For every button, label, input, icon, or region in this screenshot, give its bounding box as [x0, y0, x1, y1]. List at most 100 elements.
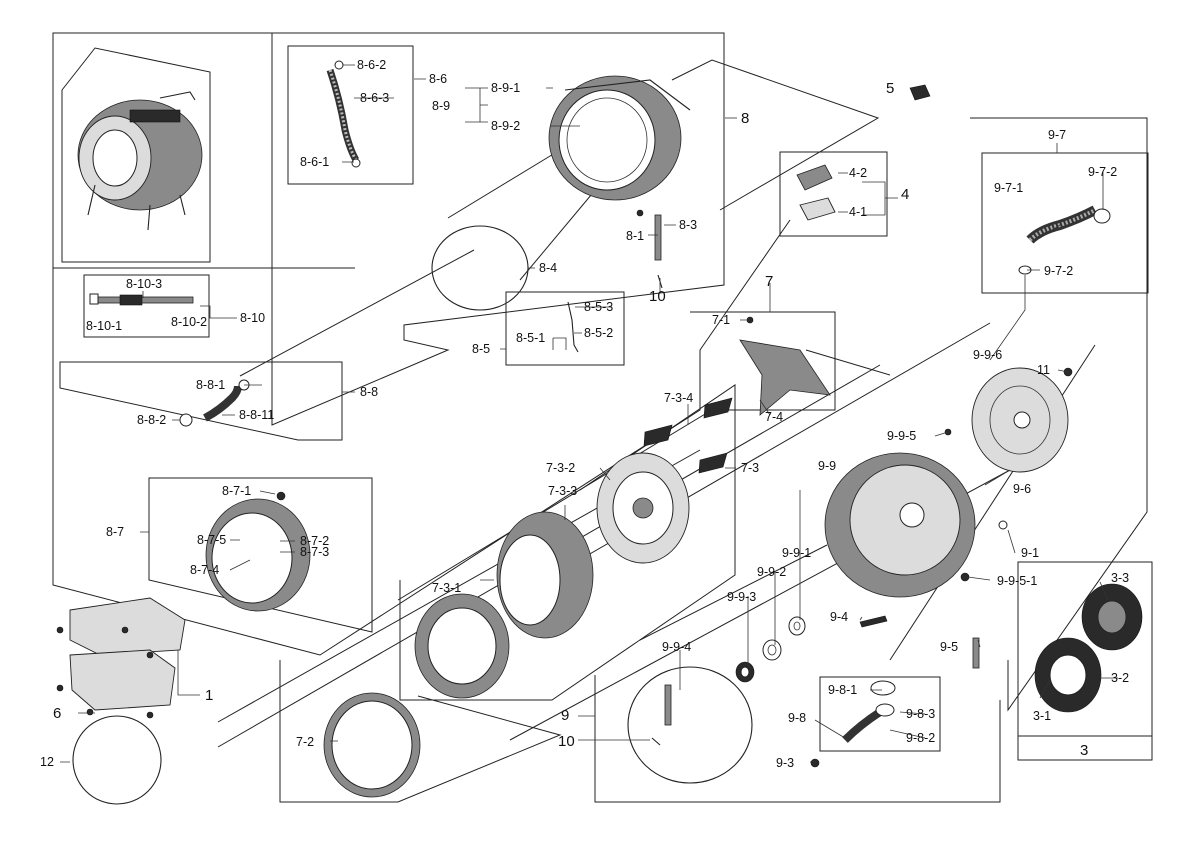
- label-3-3: 3-3: [1111, 571, 1129, 585]
- drum-back-7-3-2: [596, 452, 690, 564]
- label-8-8-2: 8-8-2: [137, 413, 166, 427]
- label-9-9: 9-9: [818, 459, 836, 473]
- rear-tub-9: [824, 452, 976, 598]
- label-8-6-3: 8-6-3: [360, 91, 389, 105]
- label-9-9-5-1: 9-9-5-1: [997, 574, 1037, 588]
- label-1: 1: [205, 687, 213, 704]
- label-10-lower: 10: [558, 733, 575, 750]
- label-9-5: 9-5: [940, 640, 958, 654]
- part-5: [909, 84, 931, 101]
- label-9-8-1: 9-8-1: [828, 683, 857, 697]
- motor-3: [1034, 583, 1143, 713]
- label-7-3-4: 7-3-4: [664, 391, 693, 405]
- label-8-7-3: 8-7-3: [300, 545, 329, 559]
- label-8-10-3: 8-10-3: [126, 277, 162, 291]
- rear-cover-9-9-6: [971, 367, 1073, 473]
- label-3-1: 3-1: [1033, 709, 1051, 723]
- label-8-8: 8-8: [360, 385, 378, 399]
- label-9-9-6: 9-9-6: [973, 348, 1002, 362]
- label-8-4: 8-4: [539, 261, 557, 275]
- spider-7: [739, 316, 831, 416]
- label-8-5-3: 8-5-3: [584, 300, 613, 314]
- label-8-10-2: 8-10-2: [171, 315, 207, 329]
- label-9-8-2: 9-8-2: [906, 731, 935, 745]
- label-9: 9: [561, 707, 569, 724]
- label-9-9-4: 9-9-4: [662, 640, 691, 654]
- label-9-6: 9-6: [1013, 482, 1031, 496]
- assembled-tub-image: [77, 91, 203, 231]
- label-3: 3: [1080, 742, 1088, 759]
- gasket-8-4: [431, 225, 529, 311]
- part-4: [796, 164, 836, 221]
- label-9-3: 9-3: [776, 756, 794, 770]
- label-12: 12: [40, 755, 54, 769]
- label-9-7-1: 9-7-1: [994, 181, 1023, 195]
- part-labels: 8-6-2 8-6 8-6-3 8-6-1 8-9 8-9-1 8-9-2 8 …: [40, 58, 1129, 770]
- part-9-4-9-5: [810, 428, 1008, 768]
- label-8-1: 8-1: [626, 229, 644, 243]
- label-7-3-1: 7-3-1: [432, 581, 461, 595]
- label-8-6: 8-6: [429, 72, 447, 86]
- label-7-3-2: 7-3-2: [546, 461, 575, 475]
- part-8-10: [89, 293, 194, 306]
- label-7-3-3: 7-3-3: [548, 484, 577, 498]
- label-7-1: 7-1: [712, 313, 730, 327]
- label-8-8-1: 8-8-1: [196, 378, 225, 392]
- label-9-9-2: 9-9-2: [757, 565, 786, 579]
- label-8-10-1: 8-10-1: [86, 319, 122, 333]
- part-12: [72, 715, 162, 805]
- leader-lines: [60, 64, 1118, 763]
- label-3-2: 3-2: [1111, 671, 1129, 685]
- label-9-1: 9-1: [1021, 546, 1039, 560]
- label-8-9: 8-9: [432, 99, 450, 113]
- label-8-6-1: 8-6-1: [300, 155, 329, 169]
- label-8: 8: [741, 110, 749, 127]
- label-9-7: 9-7: [1048, 128, 1066, 142]
- label-8-5-1: 8-5-1: [516, 331, 545, 345]
- label-8-9-1: 8-9-1: [491, 81, 520, 95]
- bearings-9-9: [735, 616, 806, 683]
- label-6: 6: [53, 705, 61, 722]
- label-9-8-3: 9-8-3: [906, 707, 935, 721]
- drum-ring-7-3-1: [414, 593, 510, 699]
- tub-front-8: [548, 75, 691, 201]
- label-5: 5: [886, 80, 894, 97]
- label-8-7: 8-7: [106, 525, 124, 539]
- hose-8-6: [326, 60, 361, 168]
- label-4: 4: [901, 186, 909, 203]
- brackets-1: [69, 597, 186, 711]
- label-9-9-1: 9-9-1: [782, 546, 811, 560]
- label-9-8: 9-8: [788, 711, 806, 725]
- part-8-5: [567, 301, 579, 353]
- part-8-3: [636, 209, 663, 289]
- label-9-7-2-top: 9-7-2: [1088, 165, 1117, 179]
- label-4-1: 4-1: [849, 205, 867, 219]
- label-7-3: 7-3: [741, 461, 759, 475]
- screws: [56, 626, 154, 719]
- label-8-7-2: 8-7-2: [300, 534, 329, 548]
- part-9-8: [842, 680, 896, 743]
- label-8-6-2: 8-6-2: [357, 58, 386, 72]
- label-9-7-2-bottom: 9-7-2: [1044, 264, 1073, 278]
- label-4-2: 4-2: [849, 166, 867, 180]
- label-8-7-1: 8-7-1: [222, 484, 251, 498]
- ring-9-9-4: [627, 666, 753, 784]
- label-8-9-2: 8-9-2: [491, 119, 520, 133]
- ring-7-2: [323, 692, 421, 798]
- part-8-8: [179, 379, 250, 427]
- label-8-3: 8-3: [679, 218, 697, 232]
- label-8-8-11: 8-8-11: [239, 408, 274, 422]
- door-ring-8-7: [205, 491, 311, 612]
- label-8-7-5: 8-7-5: [197, 533, 226, 547]
- label-7-2: 7-2: [296, 735, 314, 749]
- label-7-4: 7-4: [765, 410, 783, 424]
- part-10-lower: [651, 684, 672, 746]
- label-10-upper: 10: [649, 288, 666, 305]
- label-9-9-3: 9-9-3: [727, 590, 756, 604]
- parts: [56, 60, 1143, 805]
- label-8-5-2: 8-5-2: [584, 326, 613, 340]
- lifters-7-3-4: [643, 397, 733, 474]
- label-8-7-4: 8-7-4: [190, 563, 219, 577]
- label-7: 7: [765, 273, 773, 290]
